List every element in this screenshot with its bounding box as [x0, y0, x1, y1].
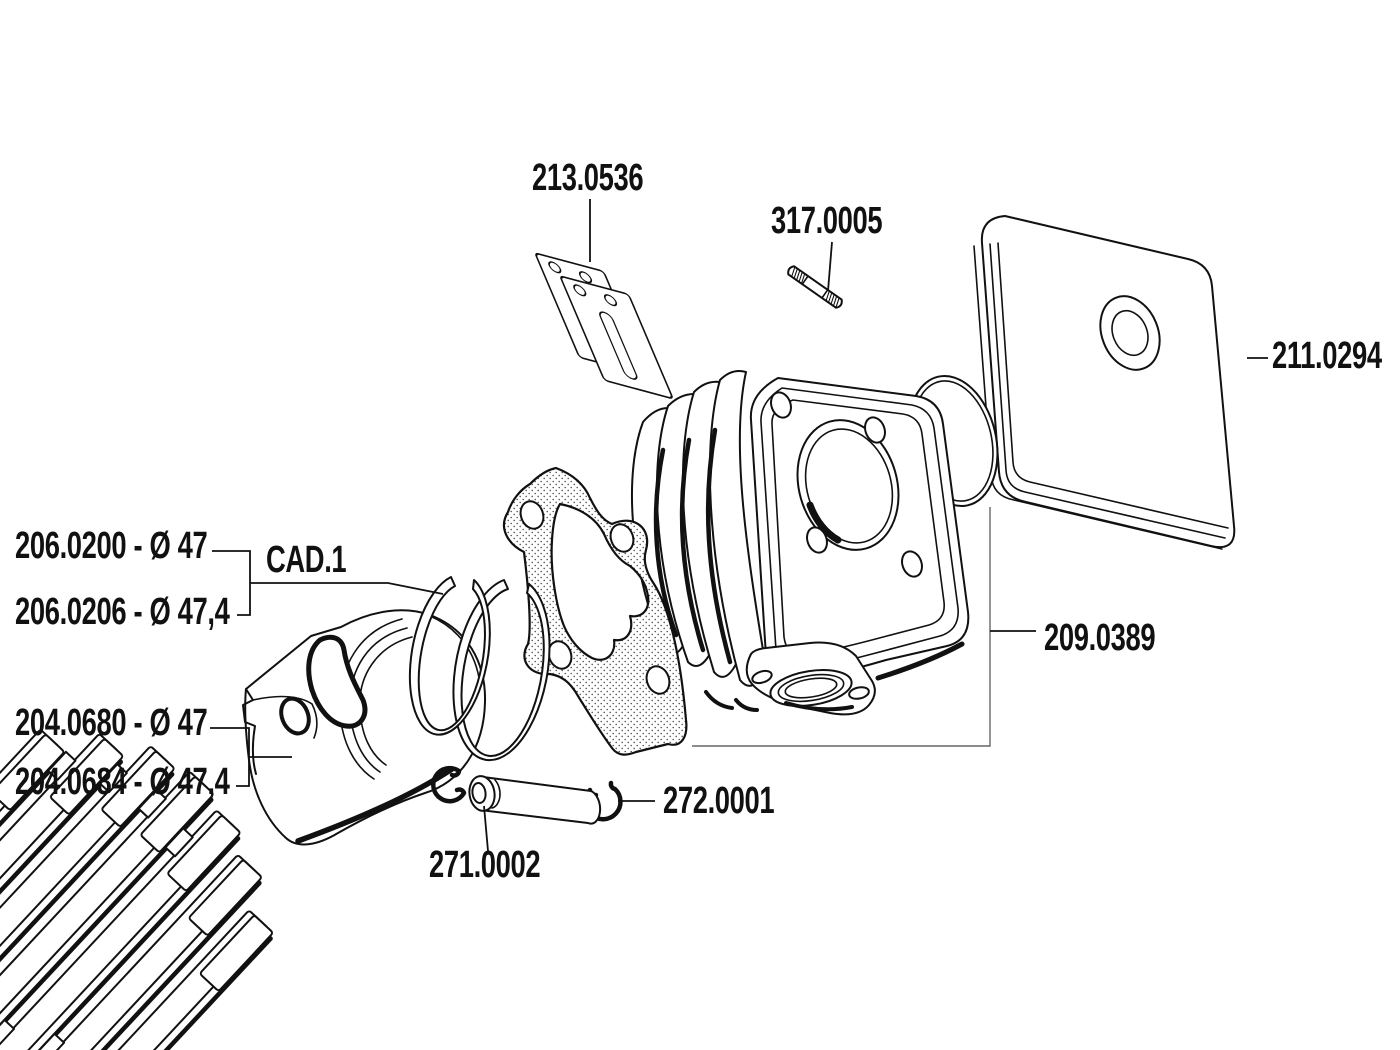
stud-drawing: [787, 265, 843, 309]
spark-plug-boss: [1099, 295, 1161, 371]
label-piston-pin: 271.0002: [429, 844, 541, 886]
leader-piston-bracket: [210, 727, 292, 787]
label-ring-47: 206.0200 - Ø 47: [15, 525, 208, 567]
base-gasket-drawing: [502, 466, 688, 756]
piston-drawing: [242, 609, 487, 846]
label-ring-474: 206.0206 - Ø 47,4: [15, 591, 230, 633]
label-circlips: 272.0001: [663, 780, 775, 822]
leader-rings-bracket: [212, 550, 444, 616]
leader-piston-pin: [483, 805, 489, 852]
cylinder-head-drawing: [0, 215, 1236, 1050]
label-gasket-set: 209.0389: [1044, 617, 1156, 659]
label-reed-petals: 213.0536: [532, 157, 644, 199]
label-piston-47: 204.0680 - Ø 47: [15, 702, 208, 744]
reed-petals-drawing: [535, 252, 673, 399]
label-rings-set: CAD.1: [266, 539, 347, 581]
piston-rings-drawing: [408, 576, 551, 762]
label-cylinder-head: 211.0294: [1272, 335, 1382, 377]
leader-stud: [827, 241, 833, 292]
leader-gasket-set: [692, 507, 991, 747]
piston-pin-drawing: [468, 775, 602, 825]
label-stud: 317.0005: [771, 200, 883, 242]
cylinder-drawing: [630, 370, 970, 716]
leader-lines: [210, 507, 1036, 852]
label-piston-474: 204.0684 - Ø 47,4: [15, 761, 230, 803]
